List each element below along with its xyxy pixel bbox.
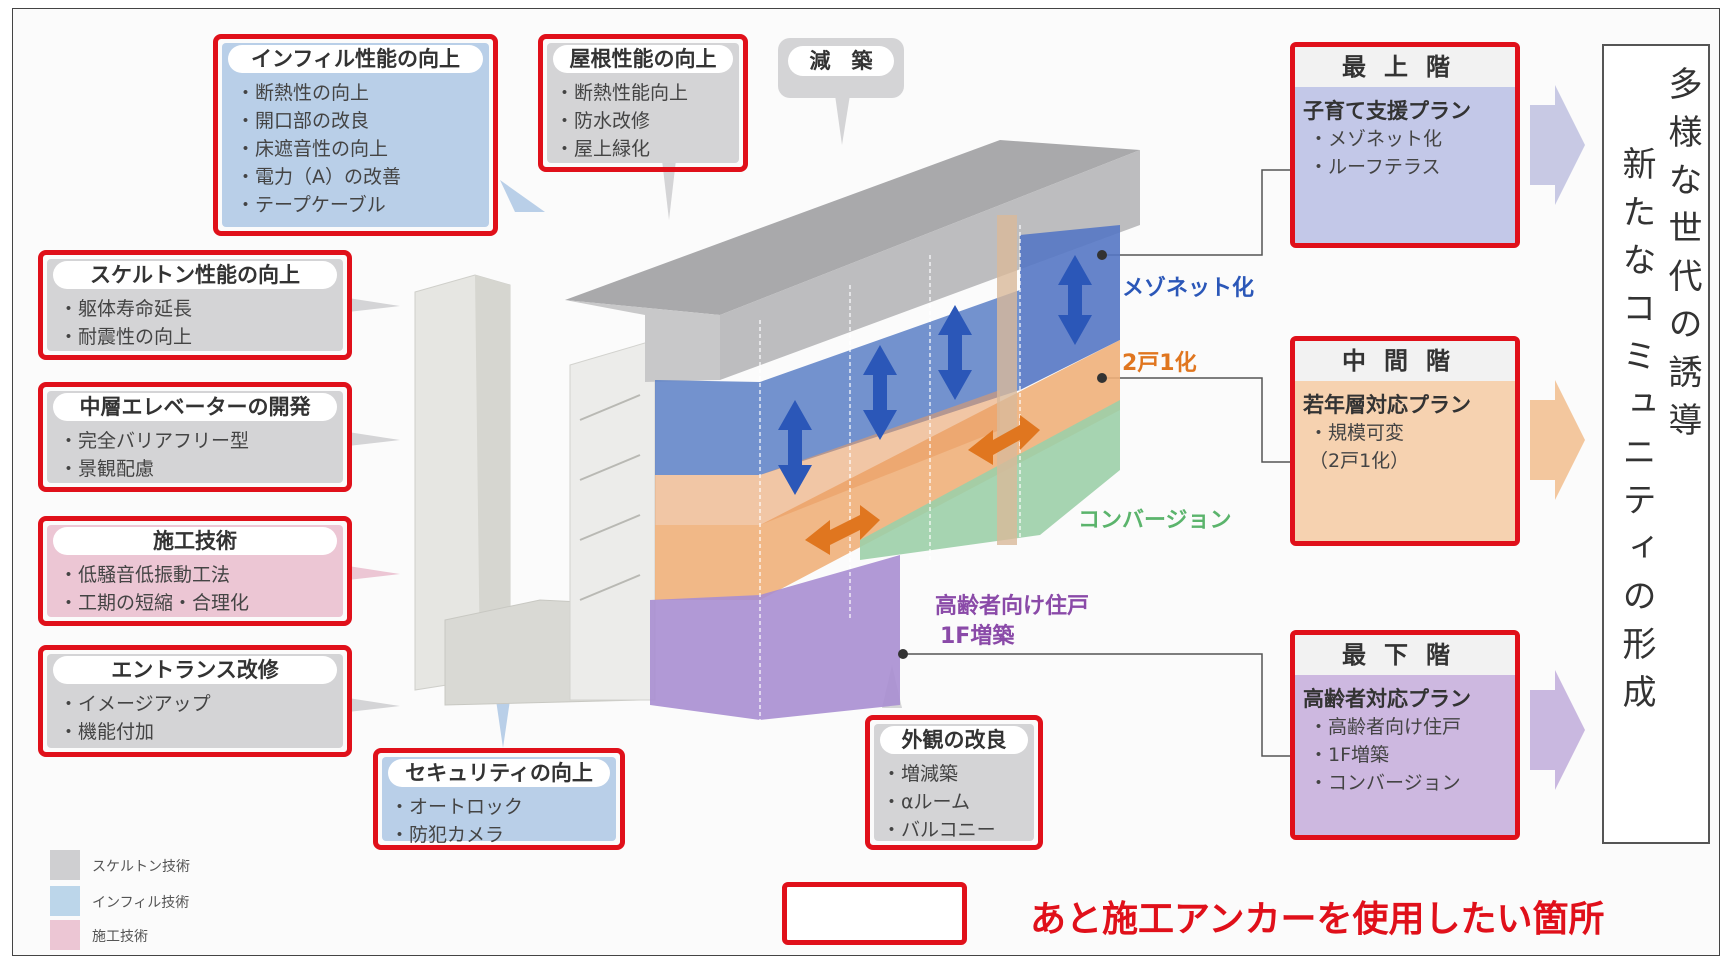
infill-title: インフィル性能の向上 [228, 45, 483, 73]
floor-top-items: メゾネット化 ルーフテラス [1309, 125, 1515, 181]
outcome-text-new-community: 新たなコミュニティの形成 [1616, 146, 1656, 722]
floor-middle-title: 若年層対応プラン [1303, 393, 1471, 417]
legend-label-infill: インフィル技術 [92, 895, 190, 911]
floor-top-box: 最上階 子育て支援プラン メゾネット化 ルーフテラス [1290, 42, 1520, 248]
roof-item: 屋上緑化 [555, 135, 688, 163]
elevator-item: 完全バリアフリー型 [59, 427, 249, 455]
exterior-item: バルコニー [882, 816, 996, 844]
outcome-text-diverse-generations: 多様な世代の誘導 [1662, 66, 1702, 450]
floor-bottom-items: 高齢者向け住戸 1F増築 コンバージョン [1309, 713, 1515, 797]
elevator-box: 中層エレベーターの開発 完全バリアフリー型 景観配慮 [38, 382, 352, 492]
entrance-items: イメージアップ 機能付加 [59, 690, 211, 746]
exterior-box: 外観の改良 増減築 αルーム バルコニー [865, 715, 1043, 850]
legend-swatch-infill [50, 886, 80, 916]
skeleton-item: 躯体寿命延長 [59, 295, 192, 323]
infill-item: 電力（A）の改善 [236, 163, 401, 191]
floor-bottom-item: 1F増築 [1309, 741, 1515, 769]
security-item: 防犯カメラ [390, 821, 523, 845]
label-elderly: 高齢者向け住戸 [935, 594, 1090, 619]
floor-middle-head: 中間階 [1295, 341, 1515, 381]
infill-items: 断熱性の向上 開口部の改良 床遮音性の向上 電力（A）の改善 テープケーブル [236, 79, 401, 219]
roof-items: 断熱性能向上 防水改修 屋上緑化 [555, 79, 688, 163]
outcome-panel: 多様な世代の誘導 新たなコミュニティの形成 [1602, 44, 1710, 844]
label-two-to-one: 2戸1化 [1122, 351, 1197, 376]
floor-bottom-item: コンバージョン [1309, 769, 1515, 797]
elevator-item: 景観配慮 [59, 455, 249, 483]
entrance-box: エントランス改修 イメージアップ 機能付加 [38, 645, 352, 757]
legend-label-skeleton: スケルトン技術 [92, 859, 190, 875]
legend-swatch-construction [50, 920, 80, 950]
security-items: オートロック 防犯カメラ [390, 793, 523, 845]
construction-item: 低騒音低振動工法 [59, 561, 249, 589]
roof-box: 屋根性能の向上 断熱性能向上 防水改修 屋上緑化 [538, 34, 748, 172]
annotation-text: あと施工アンカーを使用したい箇所 [1030, 899, 1605, 940]
security-item: オートロック [390, 793, 523, 821]
legend-label-construction: 施工技術 [92, 929, 148, 945]
security-box: セキュリティの向上 オートロック 防犯カメラ [373, 748, 625, 850]
roof-item: 断熱性能向上 [555, 79, 688, 107]
exterior-item: αルーム [882, 788, 996, 816]
entrance-title: エントランス改修 [53, 656, 337, 684]
floor-bottom-head: 最下階 [1295, 635, 1515, 675]
construction-title: 施工技術 [53, 527, 337, 555]
infill-item: 断熱性の向上 [236, 79, 401, 107]
roof-item: 防水改修 [555, 107, 688, 135]
floor-bottom-body: 高齢者対応プラン 高齢者向け住戸 1F増築 コンバージョン [1295, 675, 1515, 835]
reduce-box: 減 築 [778, 38, 904, 98]
skeleton-item: 耐震性の向上 [59, 323, 192, 351]
skeleton-box: スケルトン性能の向上 躯体寿命延長 耐震性の向上 [38, 250, 352, 360]
skeleton-title: スケルトン性能の向上 [53, 261, 337, 289]
entrance-item: 機能付加 [59, 718, 211, 746]
floor-top-item: メゾネット化 [1309, 125, 1515, 153]
floor-middle-item: 規模可変 [1309, 419, 1515, 447]
label-maisonette: メゾネット化 [1122, 276, 1255, 301]
security-title: セキュリティの向上 [388, 759, 610, 787]
exterior-items: 増減築 αルーム バルコニー [882, 760, 996, 844]
elevator-title: 中層エレベーターの開発 [53, 393, 337, 421]
floor-bottom-box: 最下階 高齢者対応プラン 高齢者向け住戸 1F増築 コンバージョン [1290, 630, 1520, 840]
roof-title: 屋根性能の向上 [553, 45, 733, 73]
infill-item: 開口部の改良 [236, 107, 401, 135]
legend-swatch-skeleton [50, 850, 80, 880]
infill-item: 床遮音性の向上 [236, 135, 401, 163]
floor-bottom-title: 高齢者対応プラン [1303, 687, 1471, 711]
exterior-title: 外観の改良 [880, 726, 1028, 754]
floor-top-head: 最上階 [1295, 47, 1515, 87]
construction-box: 施工技術 低騒音低振動工法 工期の短縮・合理化 [38, 516, 352, 626]
infill-box: インフィル性能の向上 断熱性の向上 開口部の改良 床遮音性の向上 電力（A）の改… [213, 34, 498, 236]
floor-top-title: 子育て支援プラン [1303, 99, 1471, 123]
elevator-items: 完全バリアフリー型 景観配慮 [59, 427, 249, 483]
annotation-key-box [782, 882, 967, 945]
label-first-floor: 1F増築 [940, 624, 1015, 649]
label-conversion: コンバージョン [1078, 508, 1232, 533]
floor-bottom-item: 高齢者向け住戸 [1309, 713, 1515, 741]
floor-middle-box: 中間階 若年層対応プラン 規模可変 （2戸1化） [1290, 336, 1520, 546]
floor-top-body: 子育て支援プラン メゾネット化 ルーフテラス [1295, 87, 1515, 243]
reduce-title: 減 築 [788, 46, 894, 76]
construction-items: 低騒音低振動工法 工期の短縮・合理化 [59, 561, 249, 617]
infill-item: テープケーブル [236, 191, 401, 219]
entrance-item: イメージアップ [59, 690, 211, 718]
floor-top-item: ルーフテラス [1309, 153, 1515, 181]
skeleton-items: 躯体寿命延長 耐震性の向上 [59, 295, 192, 351]
floor-middle-body: 若年層対応プラン 規模可変 （2戸1化） [1295, 381, 1515, 541]
construction-item: 工期の短縮・合理化 [59, 589, 249, 617]
floor-middle-note: （2戸1化） [1309, 450, 1410, 472]
floor-middle-items: 規模可変 [1309, 419, 1515, 447]
exterior-item: 増減築 [882, 760, 996, 788]
